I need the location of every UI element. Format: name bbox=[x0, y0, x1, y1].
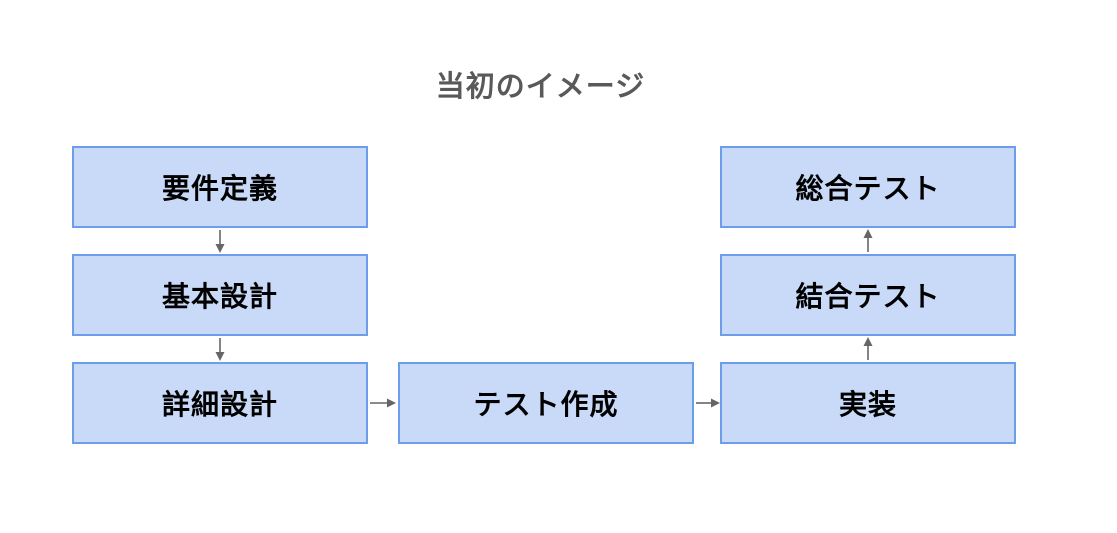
arrow-test-creation-to-implementation bbox=[696, 398, 720, 408]
node-implementation-label: 実装 bbox=[838, 389, 897, 420]
node-system-test: 総合テスト bbox=[720, 146, 1016, 228]
arrow-basic-design-to-detailed-design bbox=[215, 338, 225, 361]
node-requirements: 要件定義 bbox=[72, 146, 368, 228]
node-basic-design: 基本設計 bbox=[72, 254, 368, 336]
node-integration-test-label: 結合テスト bbox=[795, 281, 941, 312]
node-detailed-design: 詳細設計 bbox=[72, 362, 368, 444]
arrow-implementation-to-integration-test bbox=[863, 337, 873, 360]
arrow-requirements-to-basic-design bbox=[215, 230, 225, 253]
diagram-title: 当初のイメージ bbox=[435, 71, 646, 103]
node-implementation: 実装 bbox=[720, 362, 1016, 444]
arrow-integration-test-to-system-test bbox=[863, 229, 873, 252]
node-test-creation: テスト作成 bbox=[398, 362, 694, 444]
node-detailed-design-label: 詳細設計 bbox=[161, 389, 278, 420]
node-basic-design-label: 基本設計 bbox=[161, 281, 278, 312]
node-system-test-label: 総合テスト bbox=[795, 173, 941, 204]
node-requirements-label: 要件定義 bbox=[161, 173, 278, 204]
node-test-creation-label: テスト作成 bbox=[473, 389, 619, 420]
node-integration-test: 結合テスト bbox=[720, 254, 1016, 336]
arrow-detailed-design-to-test-creation bbox=[370, 398, 396, 408]
